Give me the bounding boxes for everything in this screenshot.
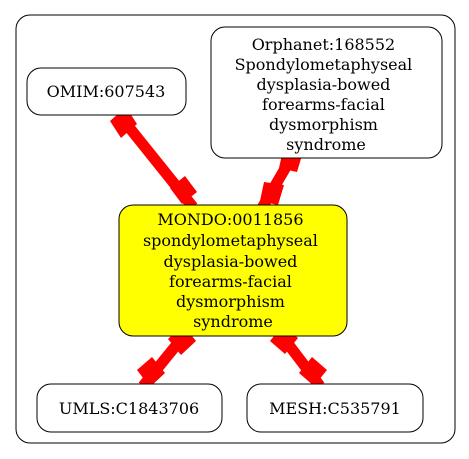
node-omim[interactable]: OMIM:607543	[26, 67, 187, 116]
node-umls-label: UMLS:C1843706	[59, 399, 199, 418]
node-mesh-label: MESH:C535791	[269, 399, 401, 418]
node-umls-box	[36, 383, 223, 433]
node-mondo[interactable]: MONDO:0011856 spondylometaphyseal dyspla…	[118, 204, 348, 337]
node-mesh[interactable]: MESH:C535791	[246, 383, 424, 433]
node-orphanet[interactable]: Orphanet:168552 Spondylometaphyseal dysp…	[210, 26, 443, 159]
node-mondo-box	[118, 204, 348, 337]
node-orphanet-box	[210, 26, 443, 159]
node-umls[interactable]: UMLS:C1843706	[36, 383, 223, 433]
node-omim-box	[26, 67, 187, 116]
node-mesh-box	[246, 383, 424, 433]
node-mondo-label: MONDO:0011856 spondylometaphyseal dyspla…	[143, 210, 323, 331]
node-orphanet-label: Orphanet:168552 Spondylometaphyseal dysp…	[235, 35, 418, 154]
node-omim-label: OMIM:607543	[47, 82, 166, 101]
